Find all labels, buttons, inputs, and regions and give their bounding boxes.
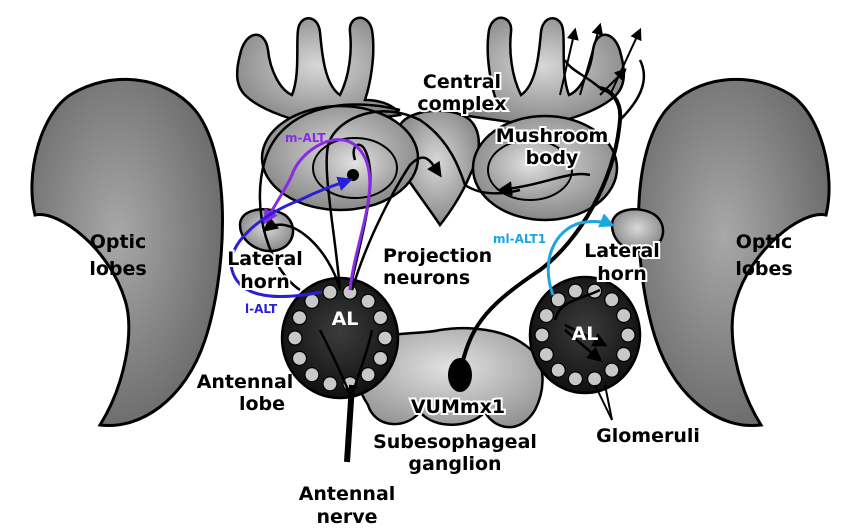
glomerulus bbox=[588, 372, 602, 386]
label-optic-lobes-right-line2: lobes bbox=[735, 258, 792, 280]
label-subesophageal-line1: Subesophageal bbox=[373, 431, 537, 453]
glomerulus bbox=[323, 285, 337, 299]
label-optic-lobes-left-line2: lobes bbox=[89, 258, 146, 280]
label-glomeruli: Glomeruli bbox=[596, 425, 700, 447]
glomerulus bbox=[378, 331, 392, 345]
glomerulus bbox=[605, 293, 619, 307]
label-lateral-horn-left-line1: Lateral bbox=[227, 248, 303, 270]
glomerulus bbox=[605, 363, 619, 377]
glomerulus bbox=[293, 351, 307, 365]
glomerulus bbox=[568, 284, 582, 298]
glomerulus bbox=[617, 309, 631, 323]
glomerulus bbox=[374, 351, 388, 365]
label-lateral-horn-right-line2: horn bbox=[597, 263, 646, 285]
glomerulus bbox=[305, 368, 319, 382]
glomerulus bbox=[374, 311, 388, 325]
label-lateral-horn-right-line1: Lateral bbox=[584, 240, 660, 262]
glomerulus bbox=[323, 377, 337, 391]
label-subesophageal-line2: ganglion bbox=[408, 453, 501, 475]
label-al-right: AL bbox=[572, 323, 599, 345]
label-mushroom-body-line2: body bbox=[526, 147, 579, 169]
glomerulus bbox=[551, 293, 565, 307]
label-projection-neurons-line1: Projection bbox=[383, 245, 492, 267]
glomerulus bbox=[621, 328, 635, 342]
label-mushroom-body-line1: Mushroom bbox=[496, 125, 609, 147]
label-m-alt: m-ALT bbox=[285, 131, 326, 145]
label-optic-lobes-right-line1: Optic bbox=[736, 231, 793, 253]
vummx1-soma bbox=[448, 358, 472, 392]
label-central-complex-line2: complex bbox=[417, 93, 506, 115]
glomerulus bbox=[293, 311, 307, 325]
label-al-left: AL bbox=[332, 308, 359, 330]
label-antennal-lobe-line1: Antennal bbox=[197, 371, 294, 393]
label-antennal-nerve-line1: Antennal bbox=[299, 483, 396, 505]
label-lateral-horn-left-line2: horn bbox=[240, 271, 289, 293]
label-vummx1: VUMmx1 bbox=[411, 396, 505, 418]
label-l-alt: l-ALT bbox=[245, 302, 278, 316]
label-antennal-lobe-line2: lobe bbox=[239, 393, 285, 415]
glomerulus bbox=[539, 309, 553, 323]
glomerulus bbox=[535, 328, 549, 342]
glomerulus bbox=[288, 331, 302, 345]
glomerulus bbox=[568, 372, 582, 386]
label-antennal-nerve-line2: nerve bbox=[316, 506, 377, 528]
label-ml-alt1: ml-ALT1 bbox=[493, 232, 546, 246]
optic-lobe-right bbox=[639, 79, 830, 425]
glomerulus bbox=[617, 348, 631, 362]
glomerulus bbox=[305, 294, 319, 308]
glomerulus bbox=[551, 363, 565, 377]
label-projection-neurons-line2: neurons bbox=[383, 267, 470, 289]
glomerulus bbox=[361, 368, 375, 382]
glomerulus bbox=[539, 348, 553, 362]
glomerulus bbox=[361, 294, 375, 308]
label-central-complex-line1: Central bbox=[423, 71, 501, 93]
label-optic-lobes-left-line1: Optic bbox=[90, 231, 147, 253]
